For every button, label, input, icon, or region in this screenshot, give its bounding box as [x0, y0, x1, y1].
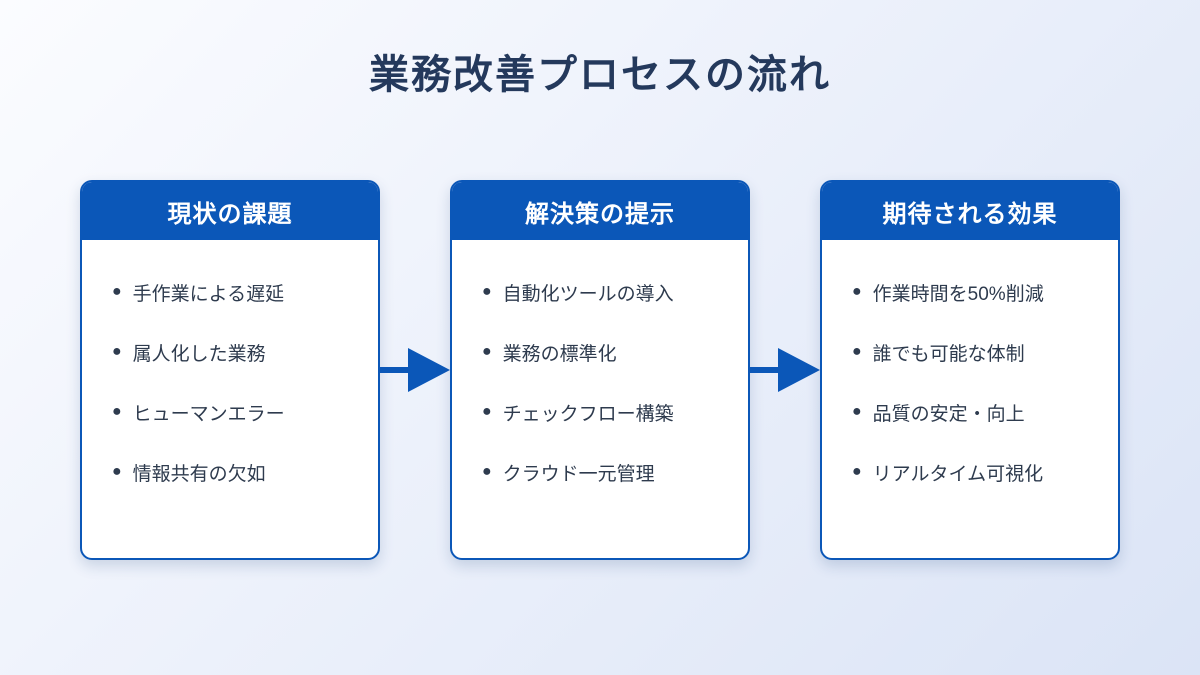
- bullet-icon: ●: [482, 343, 492, 360]
- list-item-label: 作業時間を50%削減: [872, 283, 1044, 305]
- card-current-issues-body: ● 手作業による遅延 ● 属人化した業務 ● ヒューマンエラー ● 情報共有の欠…: [82, 240, 378, 558]
- list-item: ● 誰でも可能な体制: [852, 322, 1118, 382]
- card-solutions: 解決策の提示 ● 自動化ツールの導入 ● 業務の標準化 ● チェックフロー構築 …: [450, 180, 750, 560]
- arrow-stem: [750, 367, 778, 373]
- list-item-label: 誰でも可能な体制: [872, 343, 1025, 365]
- bullet-icon: ●: [112, 463, 122, 480]
- list-item-label: 属人化した業務: [132, 343, 266, 365]
- card-current-issues: 現状の課題 ● 手作業による遅延 ● 属人化した業務 ● ヒューマンエラー ● …: [80, 180, 380, 560]
- bullet-icon: ●: [112, 403, 122, 420]
- list-item-label: 自動化ツールの導入: [502, 283, 674, 305]
- arrow-right-shape: [380, 348, 450, 392]
- bullet-icon: ●: [852, 283, 862, 300]
- list-item-label: チェックフロー構築: [502, 403, 674, 425]
- arrow-stem: [380, 367, 408, 373]
- bullet-icon: ●: [852, 463, 862, 480]
- list-item: ● 情報共有の欠如: [112, 442, 378, 502]
- list-item-label: リアルタイム可視化: [872, 463, 1044, 485]
- list-item: ● 業務の標準化: [482, 322, 748, 382]
- card-expected-effects-body: ● 作業時間を50%削減 ● 誰でも可能な体制 ● 品質の安定・向上 ● リアル…: [822, 240, 1118, 558]
- arrow-head: [408, 348, 450, 392]
- bullet-icon: ●: [112, 343, 122, 360]
- bullet-icon: ●: [852, 343, 862, 360]
- list-item-label: クラウド一元管理: [502, 463, 655, 485]
- page-title: 業務改善プロセスの流れ: [369, 53, 831, 97]
- list-item: ● 作業時間を50%削減: [852, 262, 1118, 322]
- list-item: ● ヒューマンエラー: [112, 382, 378, 442]
- card-solutions-body: ● 自動化ツールの導入 ● 業務の標準化 ● チェックフロー構築 ● クラウド一…: [452, 240, 748, 558]
- bullet-icon: ●: [852, 403, 862, 420]
- list-item: ● 自動化ツールの導入: [482, 262, 748, 322]
- list-item: ● チェックフロー構築: [482, 382, 748, 442]
- bullet-icon: ●: [482, 403, 492, 420]
- process-flow: 現状の課題 ● 手作業による遅延 ● 属人化した業務 ● ヒューマンエラー ● …: [80, 180, 1120, 560]
- arrow-right-icon: [380, 180, 450, 560]
- list-item-label: 手作業による遅延: [132, 283, 285, 305]
- card-expected-effects: 期待される効果 ● 作業時間を50%削減 ● 誰でも可能な体制 ● 品質の安定・…: [820, 180, 1120, 560]
- list-item: ● クラウド一元管理: [482, 442, 748, 502]
- bullet-icon: ●: [482, 463, 492, 480]
- list-item-label: ヒューマンエラー: [132, 403, 285, 425]
- card-solutions-header: 解決策の提示: [452, 182, 748, 240]
- arrow-right-shape: [750, 348, 820, 392]
- list-item: ● 品質の安定・向上: [852, 382, 1118, 442]
- list-item-label: 情報共有の欠如: [132, 463, 266, 485]
- card-current-issues-header: 現状の課題: [82, 182, 378, 240]
- list-item: ● リアルタイム可視化: [852, 442, 1118, 502]
- arrow-right-icon: [750, 180, 820, 560]
- arrow-head: [778, 348, 820, 392]
- list-item-label: 業務の標準化: [502, 343, 617, 365]
- card-expected-effects-header: 期待される効果: [822, 182, 1118, 240]
- list-item-label: 品質の安定・向上: [872, 403, 1025, 425]
- list-item: ● 手作業による遅延: [112, 262, 378, 322]
- list-item: ● 属人化した業務: [112, 322, 378, 382]
- bullet-icon: ●: [482, 283, 492, 300]
- bullet-icon: ●: [112, 283, 122, 300]
